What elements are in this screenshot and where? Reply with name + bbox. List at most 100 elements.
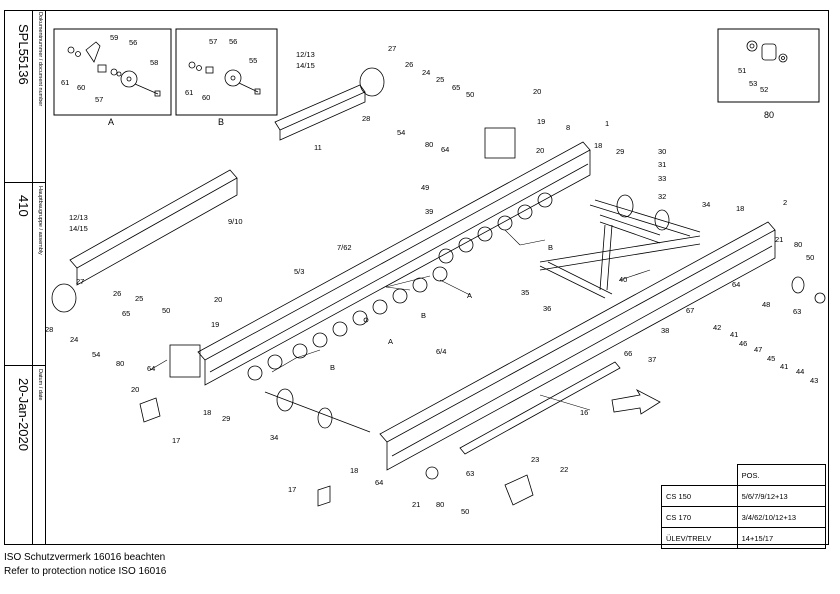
callout-61: 61 xyxy=(61,78,69,87)
callout-24: 24 xyxy=(70,335,78,344)
side-rail-lower xyxy=(379,221,776,471)
callout-33: 33 xyxy=(658,174,666,183)
callout-50: 50 xyxy=(461,507,469,516)
sidebar-column-divider xyxy=(32,10,33,545)
callout-19: 19 xyxy=(537,117,545,126)
callout-5-3: 5/3 xyxy=(294,267,304,276)
callout-45: 45 xyxy=(767,354,775,363)
exploded-view-drawing: 61 60 59 56 58 57 A 61 60 57 56 55 B 51 … xyxy=(46,28,826,516)
callout-38: 38 xyxy=(661,326,669,335)
inset-a: 61 60 59 56 58 57 A xyxy=(53,28,172,127)
sidebar-divider xyxy=(4,365,46,366)
callout-48: 48 xyxy=(762,300,770,309)
drive-shaft-upper xyxy=(594,194,701,233)
callout-29: 29 xyxy=(222,414,230,423)
callout-numbers: 12/13 14/15 27 26 24 25 65 50 28 54 80 6… xyxy=(46,44,818,516)
inset-80: 51 53 52 80 xyxy=(717,28,820,120)
callout-26: 26 xyxy=(405,60,413,69)
inset-label-b: B xyxy=(218,117,224,127)
callout-21: 21 xyxy=(412,500,420,509)
bottom-strip-16 xyxy=(459,361,621,455)
direction-arrow xyxy=(611,388,661,415)
callout-57: 57 xyxy=(95,95,103,104)
callout-9-10: 9/10 xyxy=(228,217,243,226)
callout-24: 24 xyxy=(422,68,430,77)
callout-64: 64 xyxy=(441,145,449,154)
assembly-label: Hauptbaugruppe / assembly xyxy=(37,186,43,255)
callout-41: 41 xyxy=(780,362,788,371)
date-label: Datum / date xyxy=(37,369,43,401)
table-row: ÜLEV/TRELV 14+15/17 xyxy=(661,527,827,549)
callout-41: 41 xyxy=(730,330,738,339)
callout-20: 20 xyxy=(536,146,544,155)
callout-21: 21 xyxy=(775,235,783,244)
callout-14-15: 14/15 xyxy=(296,61,315,70)
title-block-sidebar: SPL55136 Dokumentnummer / document numbe… xyxy=(4,10,46,545)
callout-30: 30 xyxy=(658,147,666,156)
callout-17: 17 xyxy=(288,485,296,494)
callout-34: 34 xyxy=(702,200,710,209)
callout-18: 18 xyxy=(350,466,358,475)
callout-63: 63 xyxy=(466,469,474,478)
callout-20: 20 xyxy=(533,87,541,96)
callout-36: 36 xyxy=(543,304,551,313)
callout-35: 35 xyxy=(521,288,529,297)
document-number: SPL55136 xyxy=(16,24,31,85)
callout-80: 80 xyxy=(116,359,124,368)
callout-32: 32 xyxy=(658,192,666,201)
callout-52: 52 xyxy=(760,85,768,94)
callout-18: 18 xyxy=(203,408,211,417)
model-cell: ÜLEV/TRELV xyxy=(661,527,738,549)
pos-cell: 3/4/62/10/12+13 xyxy=(736,506,827,528)
callout-7-62: 7/62 xyxy=(337,243,352,252)
callout-47: 47 xyxy=(754,345,762,354)
callout-22: 22 xyxy=(560,465,568,474)
callout-56: 56 xyxy=(129,38,137,47)
table-row: CS 150 5/6/7/9/12+13 xyxy=(661,485,827,507)
callout-64: 64 xyxy=(375,478,383,487)
model-cell: CS 150 xyxy=(661,485,738,507)
callout-2: 2 xyxy=(783,198,787,207)
inset-label-a: A xyxy=(108,117,114,127)
table-row: CS 170 3/4/62/10/12+13 xyxy=(661,506,827,528)
callout-50: 50 xyxy=(162,306,170,315)
callout-17: 17 xyxy=(172,436,180,445)
callout-63: 63 xyxy=(793,307,801,316)
callout-20: 20 xyxy=(131,385,139,394)
callout-61: 61 xyxy=(185,88,193,97)
callout-6-4: 6/4 xyxy=(436,347,446,356)
callout-26: 26 xyxy=(113,289,121,298)
callout-60: 60 xyxy=(77,83,85,92)
protection-notice-en: Refer to protection notice ISO 16016 xyxy=(4,566,167,577)
callout-51: 51 xyxy=(738,66,746,75)
callout-27: 27 xyxy=(388,44,396,53)
callout-14-15: 14/15 xyxy=(69,224,88,233)
leader-lines xyxy=(149,229,651,411)
pos-cell: 14+15/17 xyxy=(736,527,827,549)
callout-25: 25 xyxy=(135,294,143,303)
inset-b: 61 60 57 56 55 B xyxy=(175,28,278,127)
callout-66: 66 xyxy=(624,349,632,358)
callout-23: 23 xyxy=(531,455,539,464)
callout-64: 64 xyxy=(732,280,740,289)
position-table-header: POS. xyxy=(736,464,827,486)
guard-profile-11 xyxy=(274,84,366,141)
callout-39: 39 xyxy=(425,207,433,216)
callout-16: 16 xyxy=(580,408,588,417)
motor-assemblies xyxy=(51,67,826,313)
callout-54: 54 xyxy=(397,128,405,137)
document-number-label: Dokumentnummer / document number xyxy=(37,12,43,107)
callout-50: 50 xyxy=(806,253,814,262)
callout-60: 60 xyxy=(202,93,210,102)
callout-25: 25 xyxy=(436,75,444,84)
callout-34: 34 xyxy=(270,433,278,442)
position-table: POS. CS 150 5/6/7/9/12+13 CS 170 3/4/62/… xyxy=(661,464,827,549)
callout-12-13: 12/13 xyxy=(69,213,88,222)
callout-18: 18 xyxy=(736,204,744,213)
callout-29: 29 xyxy=(616,147,624,156)
callout-b: B xyxy=(548,243,553,252)
callout-b: B xyxy=(330,363,335,372)
inset-label-80: 80 xyxy=(764,110,774,120)
callout-46: 46 xyxy=(739,339,747,348)
callout-58: 58 xyxy=(150,58,158,67)
